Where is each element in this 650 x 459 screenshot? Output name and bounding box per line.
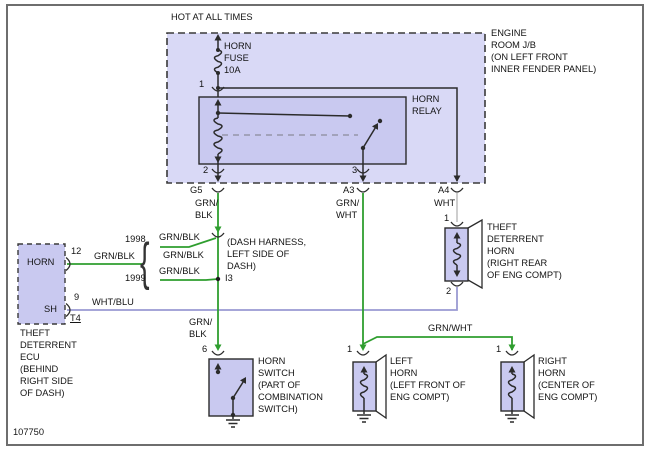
horn-switch-pin-6: 6: [202, 344, 208, 354]
junction-box-label: ENGINE ROOM J/B (ON LEFT FRONT INNER FEN…: [491, 28, 597, 74]
year-1999: 1999: [125, 273, 146, 283]
wire-grn-blk-g5: GRN/ BLK: [195, 198, 219, 220]
relay-pin-3: 3: [352, 165, 358, 175]
horn-fuse-label: HORN FUSE 10A: [224, 41, 252, 75]
ground-icon: [505, 410, 519, 423]
relay-coil: [213, 99, 223, 182]
horn-fuse-symbol: [213, 34, 223, 97]
relay-pin-2: 2: [203, 165, 209, 175]
connector-g5: G5: [190, 185, 203, 195]
connector-symbols: [65, 86, 519, 356]
wire-wht-a4: WHT: [434, 198, 456, 208]
year-1998: 1998: [125, 234, 146, 244]
theft-deterrent-ecu-box: [17, 243, 66, 325]
horn-relay-box: [198, 96, 407, 165]
theft-horn-label: THEFT DETERRENT HORN (RIGHT REAR OF ENG …: [487, 222, 562, 280]
fuse-pin-number: 1: [199, 79, 205, 89]
right-horn-label: RIGHT HORN (CENTER OF ENG COMPT): [538, 356, 598, 402]
connector-a4: A4: [438, 185, 450, 195]
connector-t4: T4: [70, 313, 81, 323]
wire-wht-blu: WHT/BLU: [92, 297, 134, 307]
ecu-terminal-sh: SH: [44, 304, 57, 314]
theft-horn-pin-2: 2: [446, 286, 452, 296]
right-horn-pin-1: 1: [496, 344, 502, 354]
ground-icon: [226, 416, 240, 428]
wire-grn-wht-a3: GRN/ WHT: [336, 198, 360, 220]
horn-switch-label: HORN SWITCH (PART OF COMBINATION SWITCH): [258, 356, 323, 414]
theft-deterrent-ecu-label: THEFT DETERRENT ECU (BEHIND RIGHT SIDE O…: [20, 328, 77, 398]
splice-brace: {: [140, 233, 150, 291]
horn-switch-contact: [214, 363, 246, 428]
horn-relay-label: HORN RELAY: [412, 94, 442, 116]
connector-a3: A3: [343, 185, 355, 195]
ecu-pin-9: 9: [74, 292, 80, 302]
grn-blk-wires: [67, 193, 222, 351]
relay-contact: [217, 112, 383, 182]
wire-grn-blk-switch: GRN/ BLK: [189, 317, 213, 339]
a4-feed-wire: [218, 87, 458, 181]
grn-wht-wires: [359, 193, 516, 351]
left-horn-label: LEFT HORN (LEFT FRONT OF ENG COMPT): [390, 356, 466, 402]
hot-at-all-times-label: HOT AT ALL TIMES: [171, 12, 253, 22]
diagram-number: 107750: [13, 427, 45, 437]
wire-grn-blk-1998: GRN/BLK: [159, 232, 200, 242]
wire-grn-wht: GRN/WHT: [428, 323, 473, 333]
wht-blu-wire: [67, 287, 458, 311]
right-horn-symbol: [500, 353, 535, 423]
wire-grn-blk-1999: GRN/BLK: [159, 266, 200, 276]
ground-icon: [357, 410, 371, 423]
ecu-pin-12: 12: [71, 246, 82, 256]
splice-i3: I3: [225, 273, 233, 283]
left-horn-pin-1: 1: [347, 344, 353, 354]
theft-deterrent-horn-symbol: [444, 218, 483, 290]
left-horn-symbol: [352, 353, 387, 423]
ecu-terminal-horn: HORN: [27, 257, 55, 267]
wire-grn-blk-ecu: GRN/BLK: [94, 251, 135, 261]
dash-harness-note: (DASH HARNESS, LEFT SIDE OF DASH): [227, 237, 307, 271]
wire-grn-blk-mid: GRN/BLK: [163, 250, 204, 260]
theft-horn-pin-1: 1: [444, 213, 450, 223]
